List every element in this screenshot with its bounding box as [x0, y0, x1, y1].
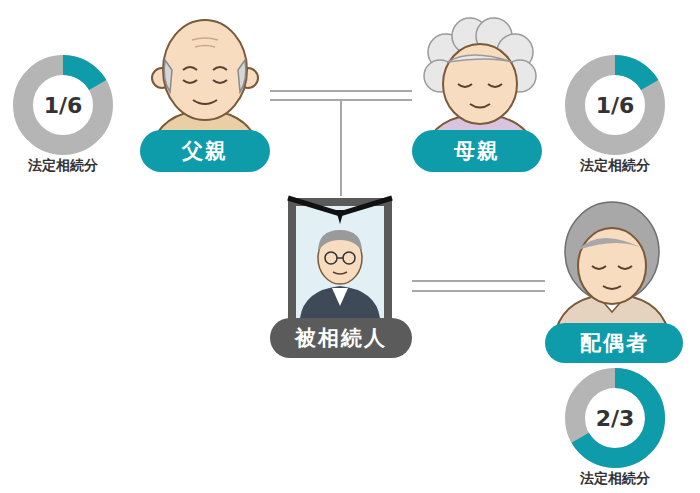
- person-name: 父親: [182, 137, 228, 165]
- share-fraction: 2/3: [596, 406, 635, 431]
- donut-ring: [23, 65, 103, 145]
- marriage-line: [270, 90, 412, 92]
- marriage-line: [412, 290, 545, 292]
- relation-line: [412, 281, 545, 291]
- person-label: 父親: [140, 15, 270, 172]
- share-fraction: 1/6: [44, 93, 83, 118]
- donut-center: 2/3: [565, 368, 665, 468]
- relation-line: [270, 91, 412, 100]
- marriage-line: [412, 280, 545, 282]
- share-donut: 2/3 法定相続分: [560, 368, 670, 490]
- donut-share: [575, 378, 655, 458]
- share-donut: 1/6 法定相続分: [560, 55, 670, 177]
- relation-line: [270, 100, 341, 196]
- share-caption: 法定相続分: [560, 157, 670, 175]
- share-caption: 法定相続分: [8, 157, 118, 175]
- donut-center: 1/6: [13, 55, 113, 155]
- share-fraction: 1/6: [596, 93, 635, 118]
- descent-line: [270, 100, 341, 196]
- person-label: 被相続人: [270, 196, 412, 358]
- spouse-figure: [556, 202, 668, 330]
- label-pill: 被相続人: [270, 318, 412, 358]
- label-pill: 父親: [140, 130, 270, 172]
- share-donut: 1/6 法定相続分: [8, 55, 118, 177]
- label-pill: 配偶者: [545, 323, 683, 363]
- person-name: 配偶者: [580, 329, 649, 357]
- donut-center: 1/6: [565, 55, 665, 155]
- donut-ring: [575, 65, 655, 145]
- donut-ring: [575, 378, 655, 458]
- person-label: 配偶者: [545, 205, 683, 363]
- label-pill: 母親: [412, 130, 542, 172]
- person-label: 母親: [412, 15, 542, 172]
- relation-line: [341, 100, 412, 196]
- donut-share: [23, 65, 103, 145]
- person-name: 母親: [454, 137, 500, 165]
- person-name: 被相続人: [295, 324, 387, 352]
- descent-line: [341, 100, 412, 196]
- donut-share: [575, 65, 655, 145]
- share-caption: 法定相続分: [560, 470, 670, 488]
- memorial-portrait: [288, 198, 392, 324]
